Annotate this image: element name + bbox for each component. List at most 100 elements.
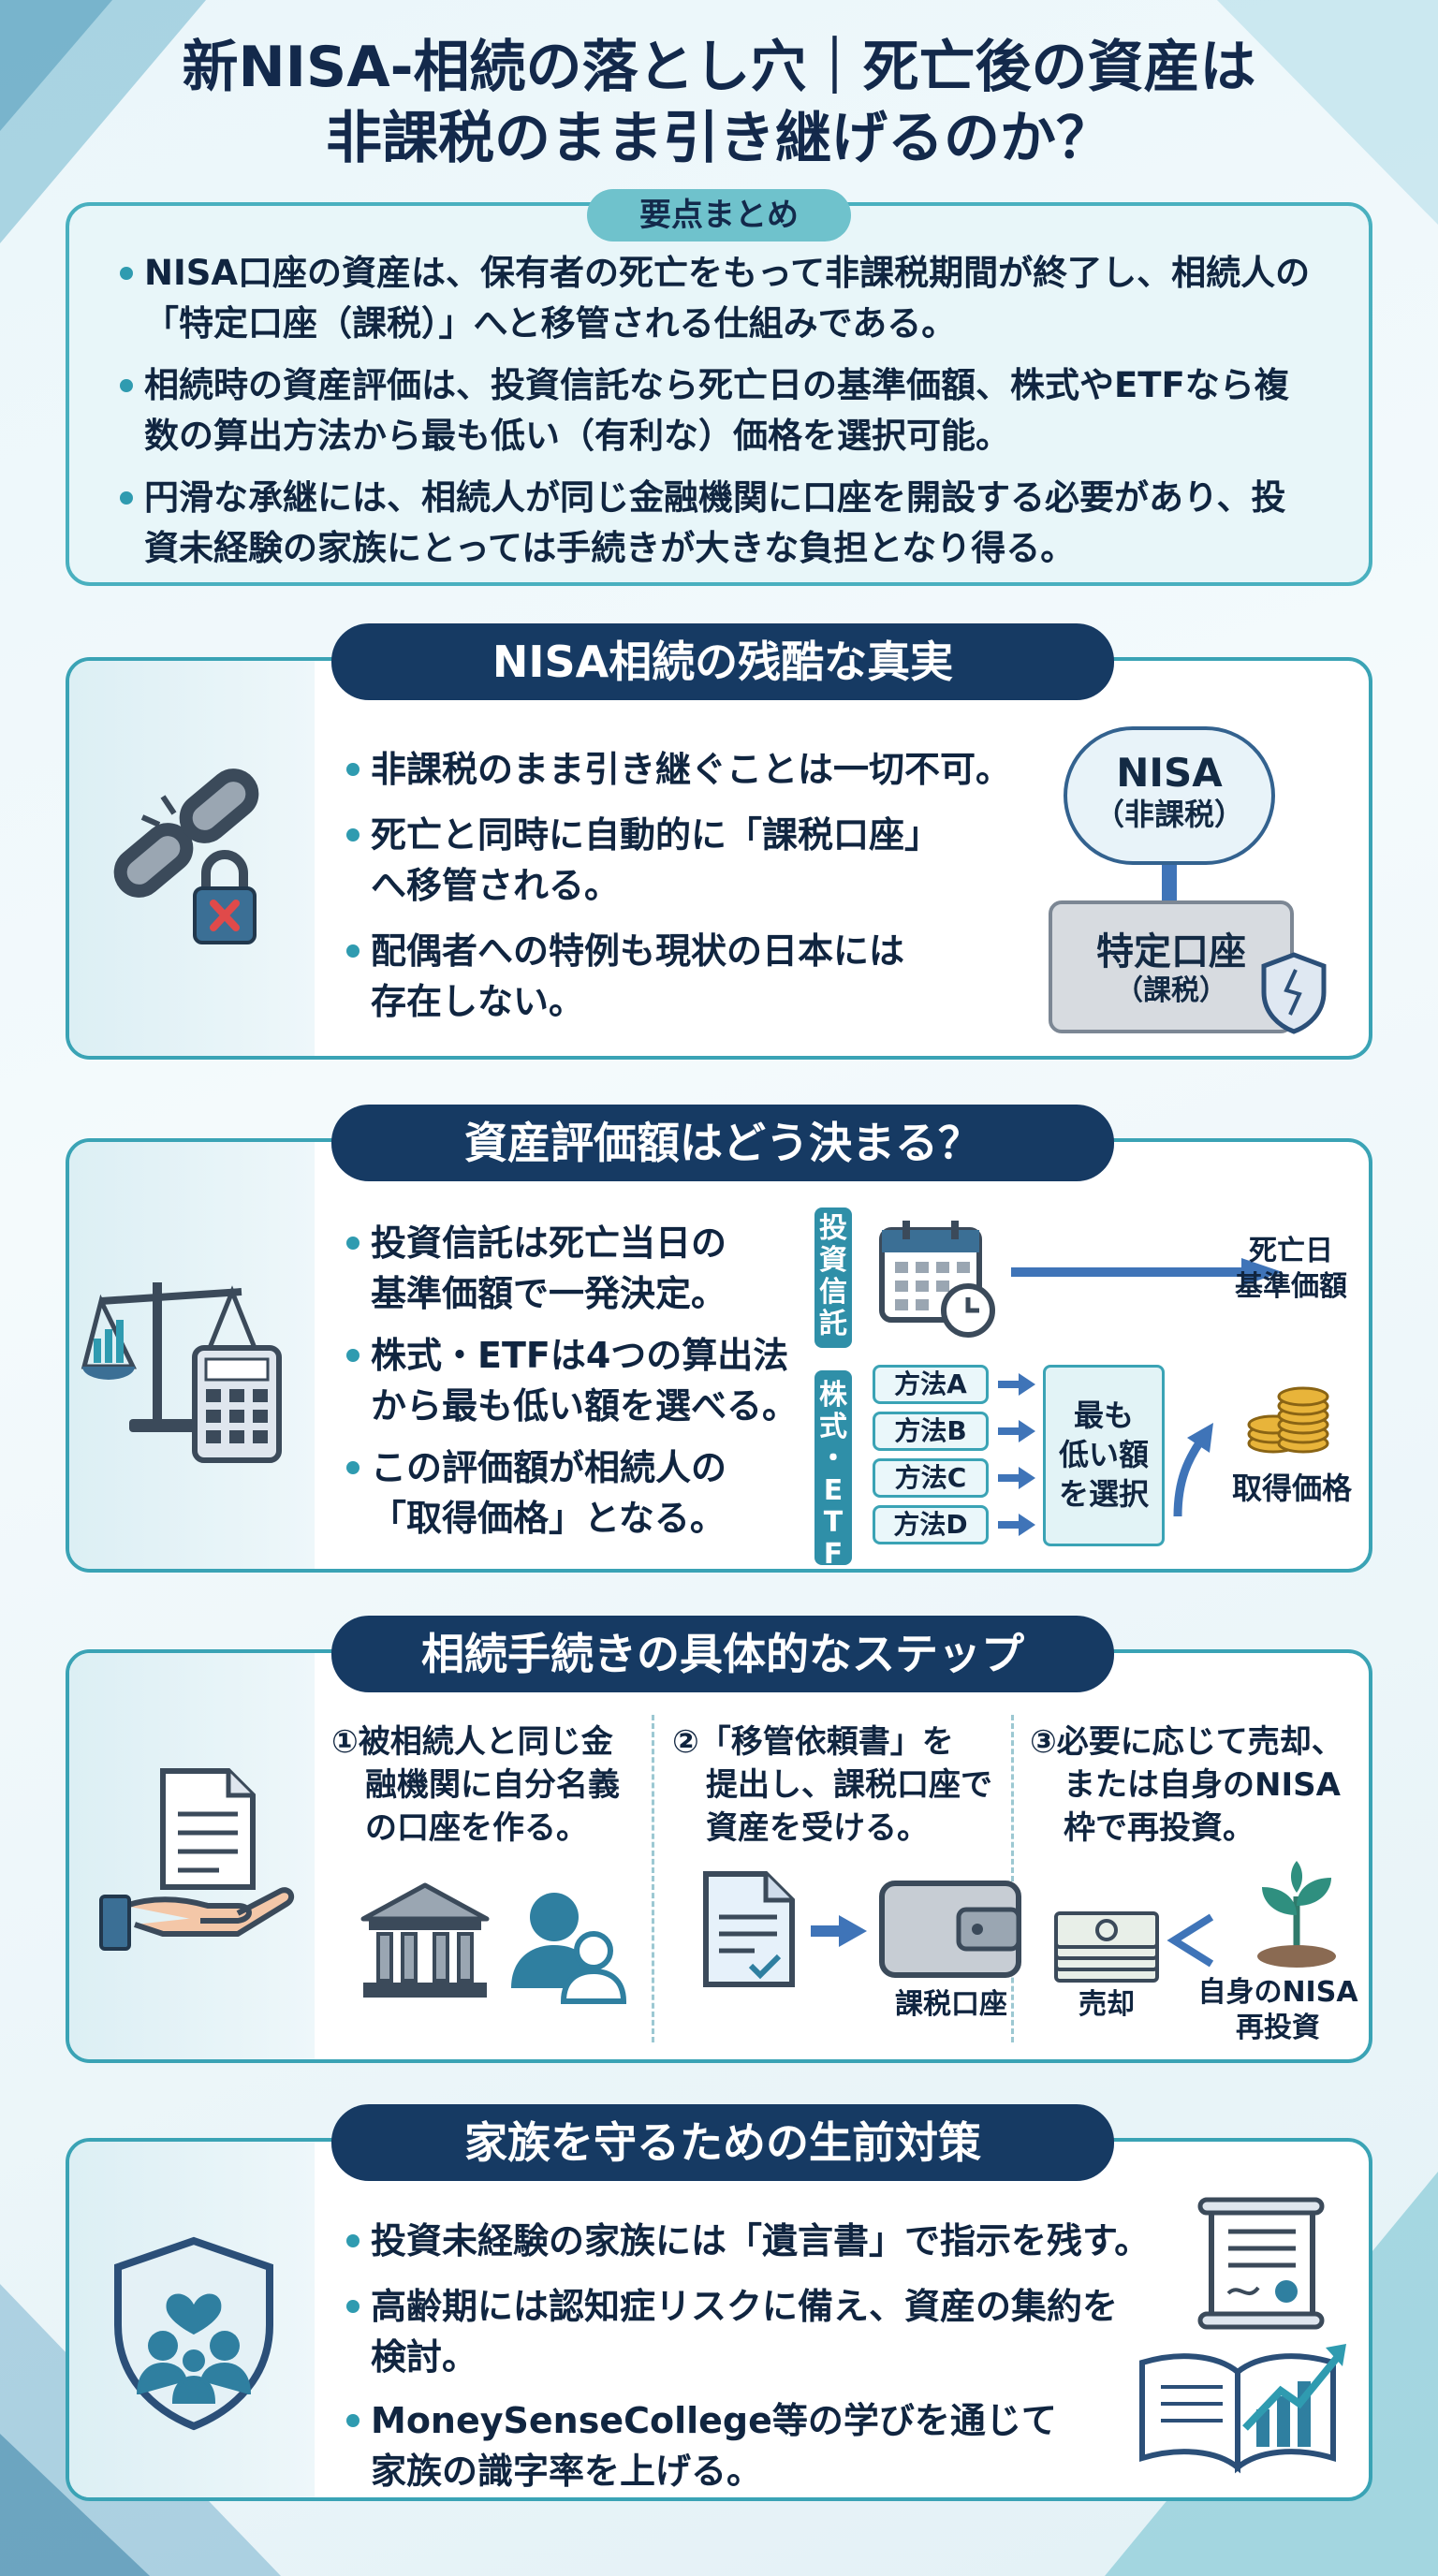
step-1-line-1: ①被相続人と同じ金 [331,1723,613,1761]
cracked-shield-icon [1261,952,1327,1034]
valuation-bullet-3-line-2: 「取得価格」となる。 [371,1498,726,1539]
valuation-card: 資産評価額はどう決まる？ 投資信託は死亡当日の 基準価額で一発決定。 株式・ET… [66,1105,1372,1573]
summary-bullet-3-line-1: 円滑な承継には、相続人が同じ金融機関に口座を開設する必要があり、投 [120,474,1286,522]
page-title: 新NISA-相続の落とし穴｜死亡後の資産は 非課税のまま引き継げるのか？ [56,32,1382,174]
method-c: 方法C [873,1458,989,1498]
summary-label: 要点まとめ [587,189,851,242]
page-title-line-2: 非課税のまま引き継げるのか？ [326,106,1112,171]
method-d: 方法D [873,1505,989,1544]
fund-result-line-2: 基準価額 [1235,1270,1347,1303]
summary-bullet-2-line-1: 相続時の資産評価は、投資信託なら死亡日の基準価額、株式やETFなら複 [120,361,1289,410]
calendar-clock-icon [879,1221,995,1338]
fund-tag-char: 信 [819,1276,847,1309]
family-shield-icon [114,2236,273,2431]
measures-bullet-1-line-1: 投資未経験の家族には「遺言書」で指示を残す。 [345,2217,1150,2265]
stock-tag-char: F [823,1538,844,1571]
reinvest-line-2: 再投資 [1236,2012,1320,2044]
arrow-right-icon [1011,1258,1283,1286]
select-box-line-3: を選択 [1058,1476,1149,1512]
summary-bullet-2-line-2: 数の算出方法から最も低い（有利な）価格を選択可能。 [144,416,1010,456]
valuation-bullet-1-line-2: 基準価額で一発決定。 [371,1273,727,1314]
form-document-icon [703,1871,795,1987]
steps-card: 相続手続きの具体的なステップ ①被相続人と同じ金 融機関に自分名義 の口座を作る… [66,1616,1372,2063]
sell-label: 売却 [1078,1988,1135,2021]
taxable-account-label: 課税口座 [895,1988,1007,2021]
valuation-bullet-3-line-1: この評価額が相続人の [345,1443,726,1492]
will-scroll-icon [1197,2197,1325,2330]
stock-tag: 株 式 ・ E T F [814,1370,852,1571]
step-2-text: ②「移管依頼書」を 提出し、課税口座で 資産を受ける。 [672,1720,1028,1850]
step-3-line-1: ③必要に応じて売却、 [1030,1723,1343,1761]
select-box-line-2: 低い額 [1058,1437,1149,1472]
step-1-line-3: の口座を作る。 [365,1809,588,1847]
broken-chain-lock-icon [113,768,259,944]
users-icon [511,1893,627,2004]
method-arrows [998,1373,1035,1536]
method-b: 方法B [873,1412,989,1451]
step-2-line-1: ②「移管依頼書」を [672,1723,954,1761]
truth-bullet-2-line-2: へ移管される。 [371,865,621,906]
fund-tag-char: 託 [819,1308,847,1340]
reinvest-line-1: 自身のNISA [1197,1976,1358,2009]
plant-icon [1257,1861,1336,1968]
method-a: 方法A [873,1365,989,1404]
select-lowest-box: 最も 低い額 を選択 [1043,1365,1165,1546]
measures-card: 家族を守るための生前対策 投資未経験の家族には「遺言書」で指示を残す。 高齢期に… [66,2104,1372,2501]
page-title-line-1: 新NISA-相続の落とし穴｜死亡後の資産は [182,35,1256,100]
measures-bullet-3-line-2: 家族の識字率を上げる。 [371,2451,763,2492]
book-growth-icon [1139,2344,1346,2474]
fund-result-line-1: 死亡日 [1249,1235,1333,1267]
stock-tag-char: 株 [819,1379,847,1412]
truth-icon-panel [69,661,315,1056]
measures-bullet-3-line-1: MoneySenseCollege等の学びを通じて [346,2396,1057,2445]
step-3-text: ③必要に応じて売却、 または自身のNISA 枠で再投資。 [1030,1720,1367,1850]
measures-heading: 家族を守るための生前対策 [331,2104,1114,2181]
summary-bullet-3-line-2: 資未経験の家族にとっては手続きが大きな負担となり得る。 [144,528,1076,568]
summary-bullet-1-line-2: 「特定口座（課税）」へと移管される仕組みである。 [144,303,957,344]
cash-icon [1054,1911,1159,1983]
summary-bullet-1-line-1: NISA口座の資産は、保有者の死亡をもって非課税期間が終了し、相続人の [119,249,1310,298]
nisa-box: NISA （非課税） [1064,726,1275,865]
valuation-bullet-1-line-1: 投資信託は死亡当日の [345,1219,726,1267]
tokutei-box-label: 特定口座 [1096,930,1246,973]
acquisition-price-label: 取得価格 [1231,1471,1352,1506]
arrow-right-small-icon [811,1915,867,1947]
truth-bullet-2-line-1: 死亡と同時に自動的に「課税口座」 [345,811,940,859]
tokutei-box: 特定口座 （課税） [1049,900,1294,1033]
nisa-box-label: NISA [1116,750,1223,796]
valuation-bullet-2-line-1: 株式・ETFは4つの算出法 [345,1331,788,1380]
step-2-line-2: 提出し、課税口座で [706,1766,992,1804]
summary-card: 要点まとめ NISA口座の資産は、保有者の死亡をもって非課税期間が終了し、相続人… [66,189,1372,586]
stock-tag-char: E [823,1474,844,1507]
stock-tag-char: T [823,1506,844,1539]
valuation-bullet-2-line-2: から最も低い額を選べる。 [371,1385,799,1427]
fund-tag: 投 資 信 託 [814,1208,852,1348]
step-3-line-2: または自身のNISA [1064,1766,1341,1804]
steps-heading: 相続手続きの具体的なステップ [331,1616,1114,1692]
truth-heading: NISA相続の残酷な真実 [331,623,1114,700]
step-divider-2 [1011,1715,1014,2042]
fund-tag-char: 投 [819,1212,847,1245]
fund-result-label: 死亡日 基準価額 [1221,1234,1361,1305]
curved-up-arrow-icon [1173,1423,1213,1517]
tokutei-box-sublabel: （課税） [1115,974,1227,1007]
wallet-icon [879,1881,1021,1978]
nisa-box-sublabel: （非課税） [1093,797,1244,832]
scale-calculator-icon [81,1282,282,1463]
stock-tag-char: 式 [819,1411,847,1443]
branch-arrows-icon [1167,1913,1214,1968]
step-3-line-3: 枠で再投資。 [1064,1809,1255,1847]
hand-document-icon [99,1768,295,1951]
measures-bullet-2-line-2: 検討。 [371,2336,478,2378]
measures-bullet-2-line-1: 高齢期には認知症リスクに備え、資産の集約を [345,2282,1118,2331]
bank-icon [360,1882,490,1998]
truth-bullet-1-line-1: 非課税のまま引き継ぐことは一切不可。 [345,745,1011,794]
valuation-heading: 資産評価額はどう決まる？ [331,1105,1114,1181]
reinvest-label: 自身のNISA 再投資 [1180,1975,1376,2046]
step-2-line-3: 資産を受ける。 [706,1809,929,1847]
truth-bullet-3-line-2: 存在しない。 [371,981,585,1022]
select-box-line-1: 最も [1073,1398,1134,1433]
fund-tag-char: 資 [819,1244,847,1277]
stock-tag-char: ・ [819,1442,847,1475]
step-1-line-2: 融機関に自分名義 [365,1766,620,1804]
